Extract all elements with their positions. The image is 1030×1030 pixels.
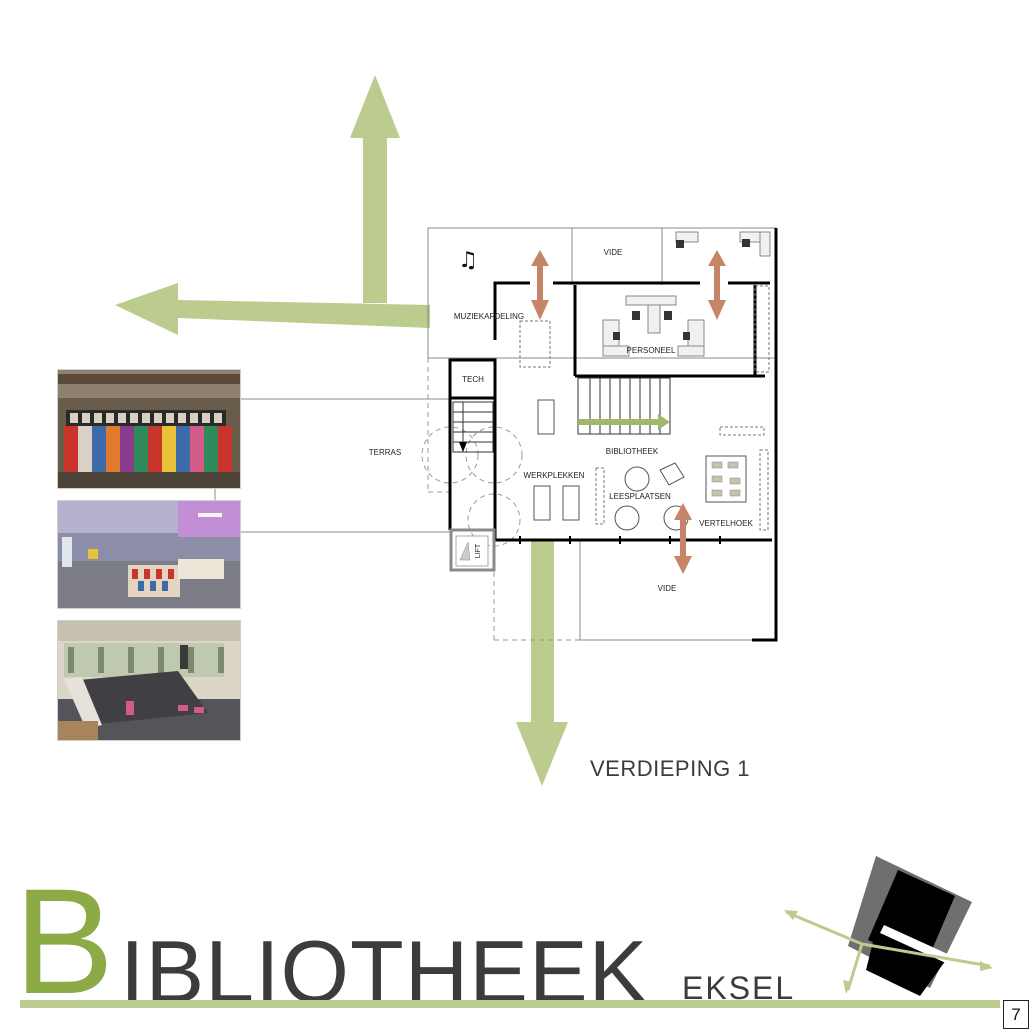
label-vide-top: VIDE (604, 248, 623, 257)
stairs-core (452, 401, 494, 453)
logo-mark (784, 856, 993, 996)
lift-box (455, 535, 489, 567)
vertelhoek-seats (711, 461, 741, 497)
dashed-outlines (421, 358, 580, 641)
title-first-letter: B (14, 857, 115, 1025)
wall-ticks (519, 536, 721, 544)
label-vertelhoek: VERTELHOEK (699, 519, 753, 528)
personeel-desks (602, 231, 771, 357)
personeel-chairs (613, 239, 750, 340)
music-note-icon: ♫ (458, 248, 478, 273)
stairs-bibliotheek (577, 377, 671, 435)
label-vide-bottom: VIDE (658, 584, 677, 593)
arrow-left (115, 283, 430, 335)
label-muziekafdeling: MUZIEKAFDELING (454, 312, 524, 321)
label-tech: TECH (462, 375, 484, 384)
photo-reading-tribune (57, 620, 241, 741)
shelves (519, 285, 770, 531)
photo-library-interior (57, 500, 241, 609)
label-terras: TERRAS (369, 448, 401, 457)
label-werkplekken: WERKPLEKKEN (524, 471, 585, 480)
room-labels: MUZIEKAFDELING VIDE PERSONEEL TECH TERRA… (369, 248, 754, 593)
label-personeel: PERSONEEL (627, 346, 676, 355)
vertical-access-arrows (531, 250, 726, 574)
page-number: 7 (1003, 1000, 1029, 1029)
title-subtitle: EKSEL (682, 970, 796, 1006)
label-leesplaatsen: LEESPLAATSEN (609, 492, 671, 501)
circulation-arrows (115, 75, 568, 786)
floor-label: VERDIEPING 1 (590, 756, 751, 781)
photo-music-display (57, 369, 241, 489)
label-lift: LIFT (475, 543, 482, 558)
title-underline (20, 1000, 1000, 1008)
arrow-up (350, 75, 400, 303)
stairs-arrow (578, 414, 670, 430)
label-bibliotheek: BIBLIOTHEEK (606, 447, 659, 456)
core-down-arrow (459, 442, 467, 452)
arrow-down (516, 540, 568, 786)
tables (533, 399, 747, 531)
